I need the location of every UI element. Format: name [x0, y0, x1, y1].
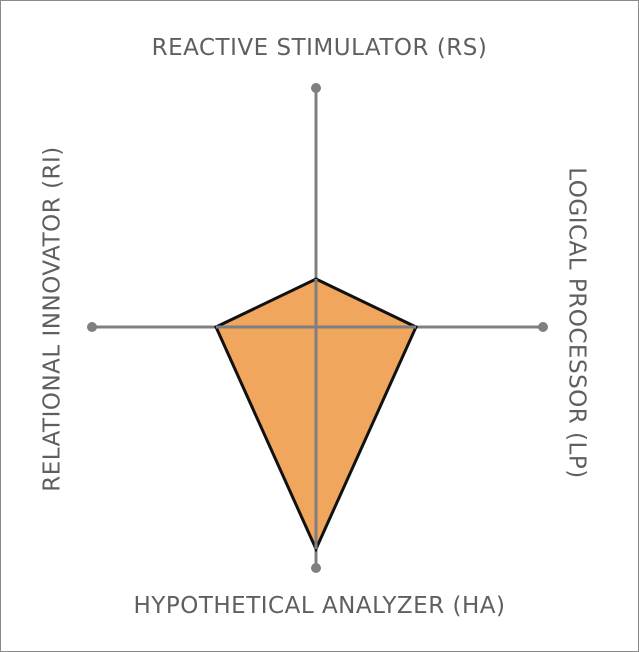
axis-label-top: REACTIVE STIMULATOR (RS): [151, 35, 488, 61]
axis-endpoint-right: [538, 322, 548, 332]
axis-label-bottom: HYPOTHETICAL ANALYZER (HA): [133, 593, 506, 619]
axis-endpoint-bottom: [311, 563, 321, 573]
axis-endpoint-top: [311, 83, 321, 93]
axis-endpoint-left: [87, 322, 97, 332]
